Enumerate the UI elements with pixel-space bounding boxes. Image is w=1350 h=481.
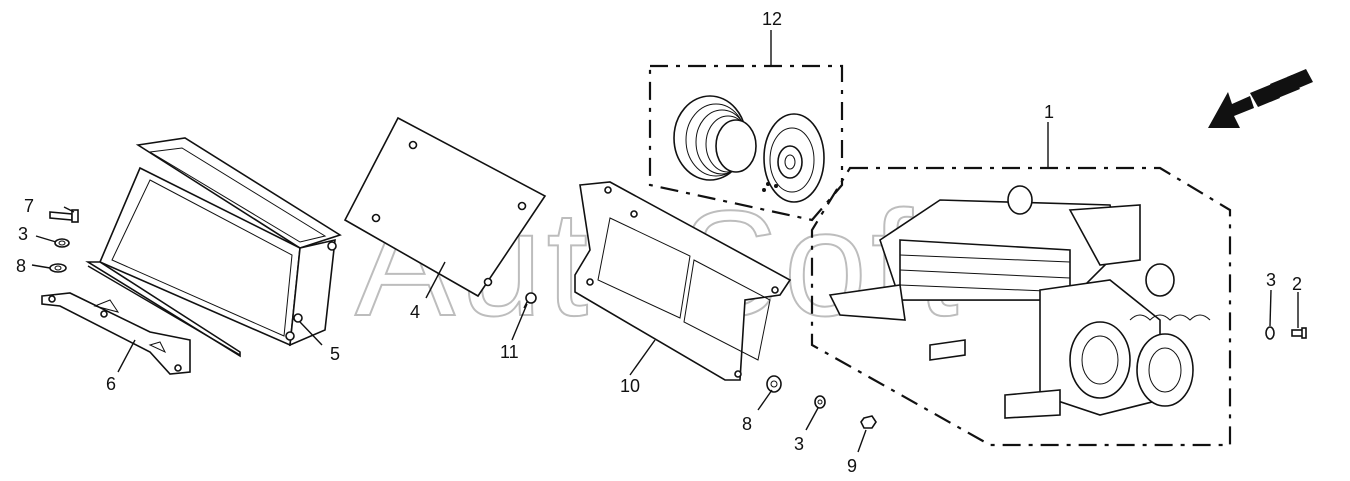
direction-arrow-icon: [1208, 69, 1313, 128]
callout-3-right: 3: [1266, 270, 1276, 290]
callout-7: 7: [24, 196, 34, 216]
callout-6: 6: [106, 374, 116, 394]
callout-8-middle: 8: [742, 414, 752, 434]
part-2-bolt: [1291, 327, 1307, 339]
part-11-pin: [523, 292, 537, 309]
callout-9: 9: [847, 456, 857, 476]
callout-12: 12: [762, 9, 782, 29]
callout-3-left: 3: [18, 224, 28, 244]
part-5-tray: [85, 137, 342, 358]
part-8-washer-a: [49, 263, 67, 273]
callout-5: 5: [330, 344, 340, 364]
callout-3-middle: 3: [794, 434, 804, 454]
part-8-washer-b: [766, 375, 782, 393]
callout-2: 2: [1292, 274, 1302, 294]
group-outline-12: [648, 64, 844, 222]
part-3-washer-a: [54, 238, 70, 248]
group-outline-1: [810, 166, 1232, 447]
part-12-pulleys: [673, 95, 825, 203]
callout-1: 1: [1044, 102, 1054, 122]
part-9-nut: [860, 415, 877, 429]
part-7-bolt: [49, 209, 79, 223]
part-6-bracket-plate: [41, 292, 191, 375]
part-3-washer-b: [814, 395, 826, 409]
part-10-frame-panel: [574, 181, 792, 381]
callout-11: 11: [500, 342, 519, 362]
callout-8-left: 8: [16, 256, 26, 276]
part-4-plate: [343, 116, 547, 298]
callout-4: 4: [410, 302, 420, 322]
callout-10: 10: [620, 376, 640, 396]
part-1-main-assembly: [828, 185, 1211, 419]
part-3-washer-c: [1265, 326, 1275, 340]
